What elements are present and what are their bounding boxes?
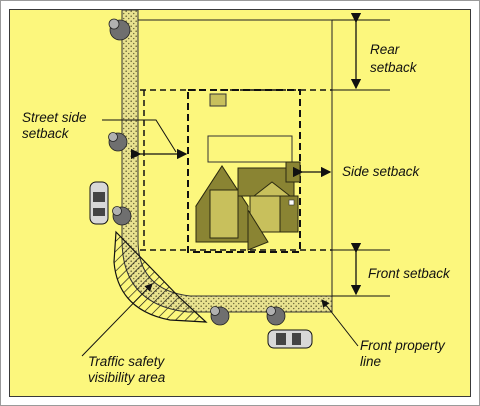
diagram-panel: Rear setback Street side setback Side se… [9,9,471,397]
rear-setback-label-1: Rear [370,42,400,57]
front-property-line-label-1: Front property [360,338,446,353]
trees [108,18,286,326]
shed [209,93,227,107]
traffic-safety-label-1: Traffic safety [88,354,166,369]
rear-setback-label-2: setback [370,60,418,75]
car-left [89,181,109,225]
lot-outline [138,19,333,296]
house [195,161,301,251]
side-setback-label: Side setback [342,164,421,179]
front-setback-label: Front setback [368,266,451,281]
car-bottom [267,329,313,349]
street-side-setback-label-2: setback [22,126,70,141]
traffic-safety-label-2: visibility area [88,370,166,385]
street-side-setback-label-1: Street side [22,110,87,125]
front-property-line-label-2: line [360,354,381,369]
setback-diagram: Rear setback Street side setback Side se… [22,10,451,385]
